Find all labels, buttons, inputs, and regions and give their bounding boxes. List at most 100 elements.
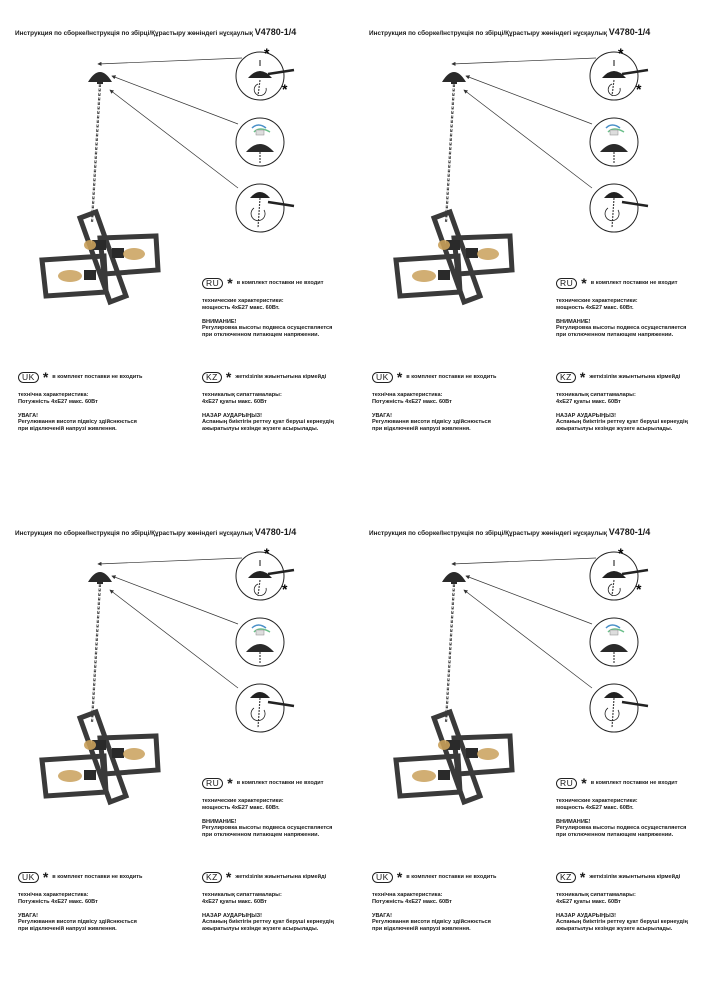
star-icon: * [396, 869, 403, 885]
language-badge: KZ [202, 372, 222, 383]
spec-title: технические характеристики: [556, 798, 638, 804]
instruction-title: Инструкция по сборке/Інструкція по збірц… [369, 527, 704, 537]
warning-text: при отключенном питающем напряжении. [556, 832, 674, 839]
spec-value: мощность 4xE27 макс. 60Вт. [202, 304, 280, 311]
wiring-detail-icon [235, 117, 285, 167]
spec-value: Потужність 4xE27 макс. 60Вт [372, 898, 452, 905]
warning-text: Регулювання висоти підвісу здійснюється [18, 919, 137, 926]
not-included-note: в комплект поставки не входить [52, 374, 143, 381]
title-prefix: Инструкция по сборке/Інструкція по збірц… [15, 530, 253, 537]
chain-icon [444, 83, 456, 223]
spec-value: 4xE27 қуаты макс. 60Вт [202, 398, 267, 405]
spec-value: 4xE27 қуаты макс. 60Вт [556, 398, 621, 405]
not-included-note: в комплект поставки не входит [590, 280, 678, 287]
warning-text: при відключеній напрузі живлення. [18, 426, 117, 433]
warning-title: УВАГА! [372, 912, 393, 919]
russian-block: RU * в комплект поставки не входит техни… [202, 775, 333, 846]
warning-text: при відключеній напрузі живлення. [372, 926, 471, 933]
not-included-note: жеткізілім жиынтығына кірмейді [235, 874, 327, 881]
spec-value: Потужність 4xE27 макс. 60Вт [372, 398, 452, 405]
spec-title: технические характеристики: [202, 798, 284, 804]
warning-text: Аспаның биіктігін реттеу қуат беруші кер… [556, 919, 688, 926]
marker-star-icon: * [264, 545, 270, 561]
spec-title: технічна характеристика: [18, 892, 89, 898]
warning-text: Регулировка высоты подвеса осуществляетс… [202, 825, 333, 832]
star-icon: * [396, 369, 403, 385]
warning-title: НАЗАР АУДАРЫҢЫЗ! [202, 912, 263, 919]
canopy-screw-detail-icon [589, 51, 649, 101]
chain-height-detail-icon [589, 683, 649, 733]
spec-value: 4xE27 қуаты макс. 60Вт [202, 898, 267, 905]
ukrainian-block: UK * в комплект поставки не входить техн… [18, 869, 143, 940]
wiring-detail-icon [589, 617, 639, 667]
chain-icon [90, 583, 102, 723]
model-number: V4780-1/4 [608, 527, 651, 537]
warning-title: УВАГА! [18, 412, 39, 419]
kazakh-block: KZ * жеткізілім жиынтығына кірмейді техн… [556, 869, 688, 940]
star-icon: * [227, 775, 233, 791]
spec-title: техникалық сипаттамалары: [202, 392, 282, 398]
chain-icon [444, 583, 456, 723]
spec-title: технические характеристики: [202, 298, 284, 304]
star-icon: * [225, 369, 232, 385]
warning-text: ажыратылуы кезінде жүзеге асырылады. [556, 926, 673, 933]
instruction-title: Инструкция по сборке/Інструкція по збірц… [15, 527, 350, 537]
warning-text: Регулировка высоты подвеса осуществляетс… [202, 325, 333, 332]
ukrainian-block: UK * в комплект поставки не входить техн… [372, 869, 497, 940]
not-included-note: в комплект поставки не входить [406, 874, 497, 881]
russian-block: RU * в комплект поставки не входит техни… [556, 776, 687, 846]
instruction-title: Инструкция по сборке/Інструкція по збірц… [369, 27, 704, 37]
warning-title: ВНИМАНИЕ! [556, 818, 591, 825]
star-icon: * [42, 369, 49, 385]
russian-block: RU * в комплект поставки не входит техни… [202, 275, 333, 346]
spec-value: мощность 4xE27 макс. 60Вт. [556, 804, 634, 811]
warning-title: ВНИМАНИЕ! [202, 318, 237, 325]
warning-title: НАЗАР АУДАРЫҢЫЗ! [202, 412, 263, 419]
kazakh-block: KZ * жеткізілім жиынтығына кірмейді техн… [202, 369, 334, 440]
warning-title: УВАГА! [18, 912, 39, 919]
star-icon: * [225, 869, 232, 885]
spec-title: технічна характеристика: [18, 392, 89, 398]
warning-text: при отключенном питающем напряжении. [556, 332, 674, 339]
not-included-note: в комплект поставки не входит [590, 780, 678, 787]
warning-text: ажыратылуы кезінде жүзеге асырылады. [202, 426, 319, 433]
spec-value: мощность 4xE27 макс. 60Вт. [556, 304, 634, 311]
not-included-note: жеткізілім жиынтығына кірмейді [589, 874, 681, 881]
not-included-note: в комплект поставки не входить [52, 874, 143, 881]
language-badge: UK [372, 372, 393, 383]
model-number: V4780-1/4 [608, 27, 651, 37]
star-icon: * [227, 275, 233, 291]
warning-title: НАЗАР АУДАРЫҢЫЗ! [556, 412, 617, 419]
marker-star-icon: * [282, 81, 288, 97]
language-badge: RU [202, 278, 224, 289]
marker-star-icon: * [282, 581, 288, 597]
ukrainian-block: UK * в комплект поставки не входить техн… [18, 369, 143, 440]
language-badge: RU [202, 778, 224, 789]
warning-text: ажыратылуы кезінде жүзеге асырылады. [556, 426, 673, 433]
spec-value: Потужність 4xE27 макс. 60Вт [18, 398, 98, 405]
star-icon: * [579, 369, 586, 385]
warning-text: Регулировка высоты подвеса осуществляетс… [556, 825, 687, 832]
warning-text: ажыратылуы кезінде жүзеге асырылады. [202, 926, 319, 933]
warning-text: Аспаның биіктігін реттеу қуат беруші кер… [202, 919, 334, 926]
warning-text: при отключенном питающем напряжении. [202, 332, 320, 339]
language-badge: KZ [202, 872, 222, 883]
spec-title: технические характеристики: [556, 298, 638, 304]
star-icon: * [579, 869, 586, 885]
warning-text: Регулювання висоти підвісу здійснюється [372, 419, 491, 426]
language-badge: UK [18, 872, 39, 883]
instruction-sheet-bottom-right: Инструкция по сборке/Інструкція по збірц… [354, 500, 707, 1000]
chain-height-detail-icon [589, 183, 649, 233]
model-number: V4780-1/4 [254, 27, 297, 37]
language-badge: RU [556, 278, 578, 289]
warning-text: при відключеній напрузі живлення. [372, 426, 471, 433]
not-included-note: в комплект поставки не входит [236, 280, 324, 287]
lamp-drawing-icon: * * [393, 545, 649, 806]
warning-title: ВНИМАНИЕ! [202, 818, 237, 825]
russian-block: RU * в комплект поставки не входит техни… [556, 276, 686, 346]
star-icon: * [42, 869, 49, 885]
language-badge: UK [372, 872, 393, 883]
ukrainian-block: UK * в комплект поставки не входить техн… [372, 369, 496, 440]
warning-text: Аспаның биіктігін реттеу қуат беруші кер… [556, 419, 688, 426]
language-badge: RU [556, 778, 578, 789]
